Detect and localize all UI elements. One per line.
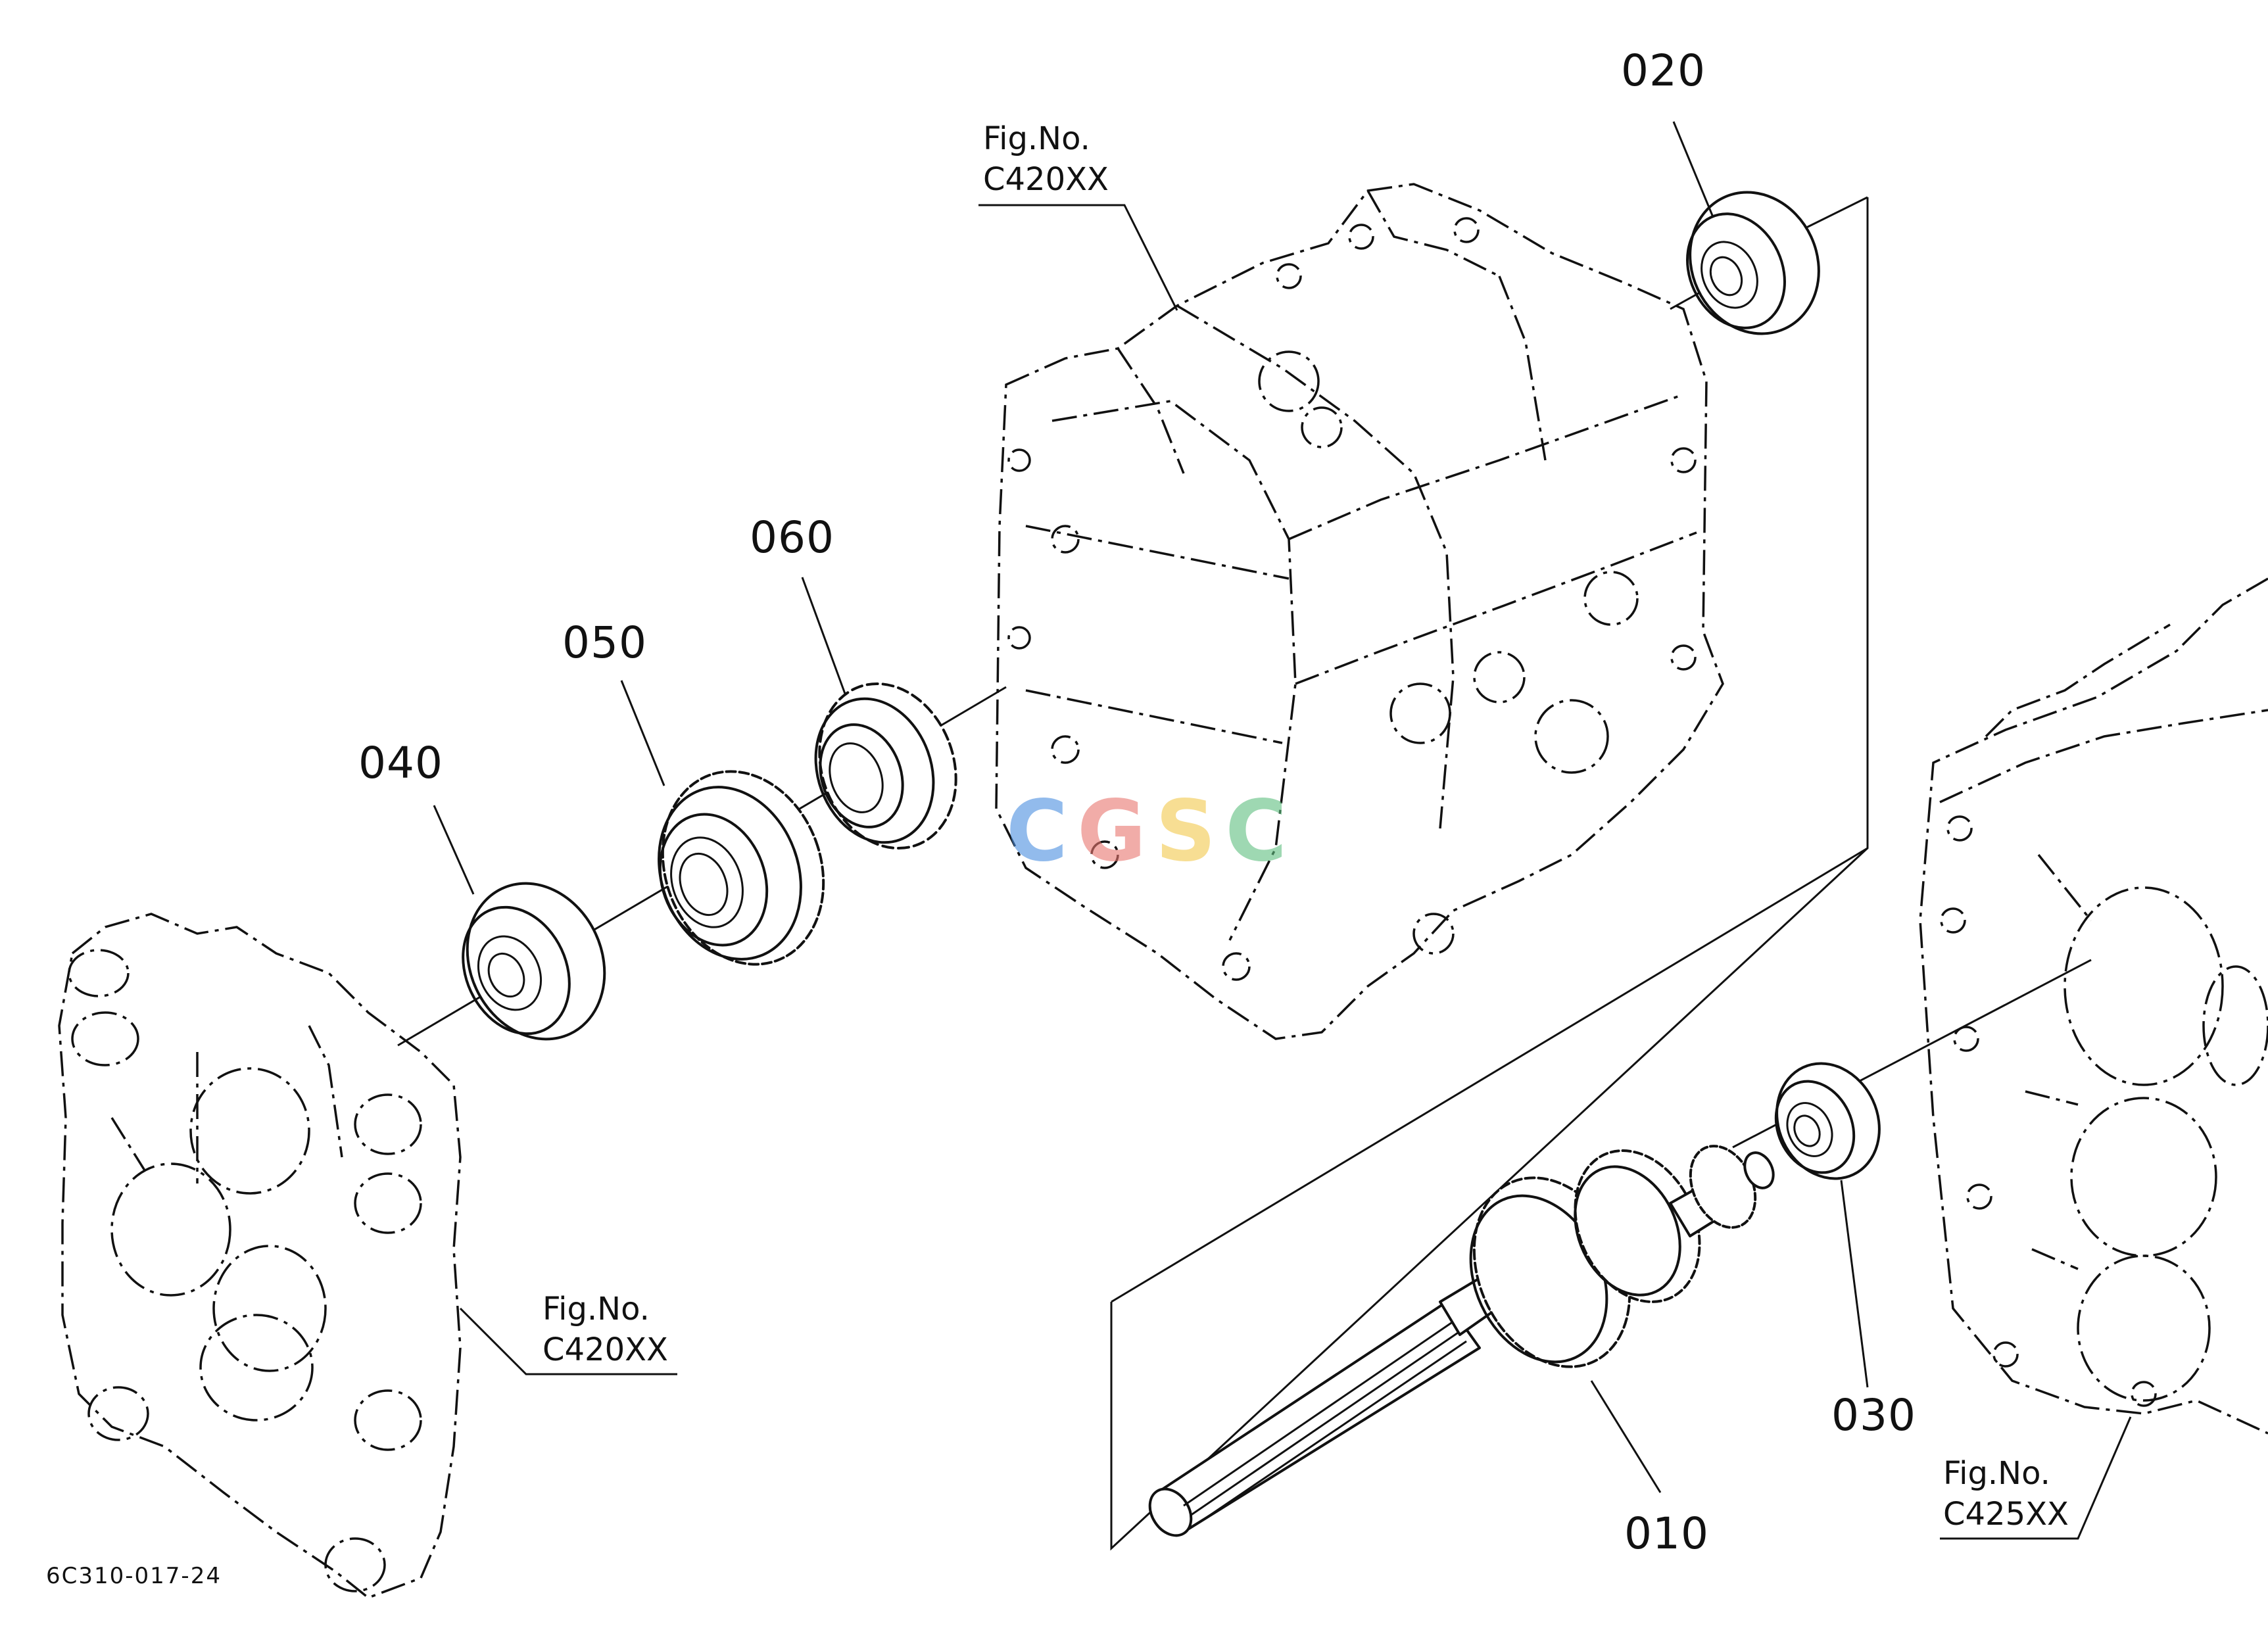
watermark-logo: CGSC [1006,782,1296,880]
axis-lines [397,242,2092,1149]
watermark-letter-4: C [1225,782,1297,880]
assembly-bracket [1110,196,1869,1551]
part-label-030: 030 [1831,1390,1916,1441]
fig-ref-top-line2: C420XX [983,161,1109,198]
gear-060 [814,682,957,850]
bearing-040 [462,882,606,1041]
rear-case-right [1919,577,2268,1435]
front-cover-left [58,913,462,1599]
watermark-letter-2: G [1076,782,1155,880]
shaft-010 [1148,1145,1775,1537]
fig-ref-left-line1: Fig.No. [543,1291,650,1327]
bearing-020 [1686,191,1820,335]
part-label-010: 010 [1624,1508,1709,1559]
gear-050 [658,770,825,966]
part-label-040: 040 [358,738,443,788]
part-label-020: 020 [1621,45,1706,96]
fig-ref-right: Fig.No. C425XX [1943,1453,2069,1535]
fig-ref-top-line1: Fig.No. [983,120,1090,157]
fig-ref-top: Fig.No. C420XX [983,118,1109,200]
watermark-letter-1: C [1006,782,1077,880]
fig-ref-left-line2: C420XX [543,1331,668,1368]
bearing-030 [1774,1062,1881,1180]
transmission-case-top [995,183,1724,1040]
watermark-letter-3: S [1155,782,1226,880]
fig-ref-right-line1: Fig.No. [1943,1455,2050,1492]
leader-lines [433,121,2132,1540]
part-label-060: 060 [750,512,834,563]
drawing-code: 6C310-017-24 [46,1563,222,1589]
fig-ref-left: Fig.No. C420XX [543,1289,668,1370]
part-label-050: 050 [562,617,647,668]
fig-ref-right-line2: C425XX [1943,1496,2069,1533]
